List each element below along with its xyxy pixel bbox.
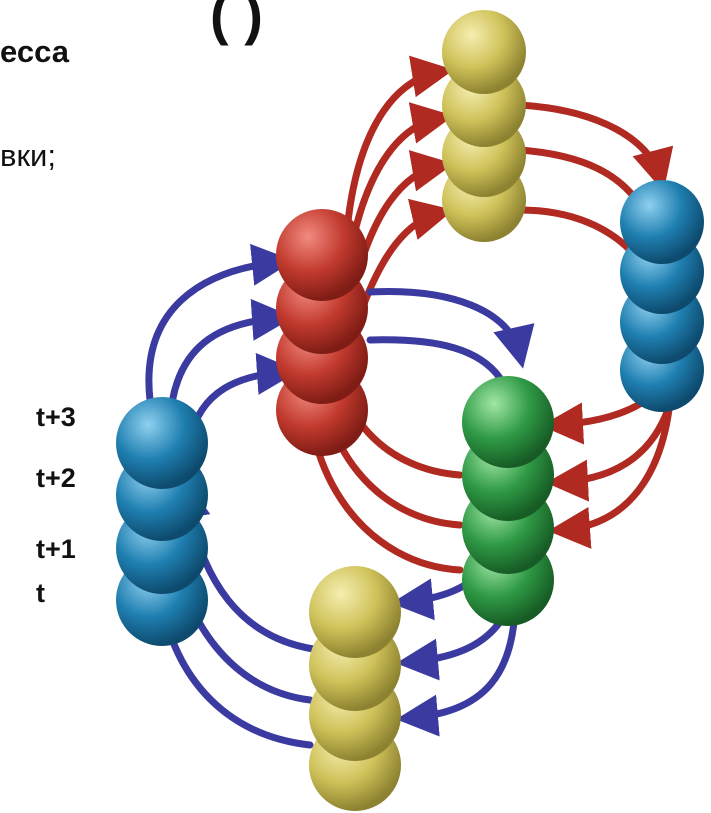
blue-arrow (370, 340, 500, 378)
top-yellow-stack (442, 10, 526, 242)
bottom-yellow-stack (309, 566, 401, 811)
green-ball (462, 376, 554, 468)
yellow-ball (309, 566, 401, 658)
blue-arrow (149, 262, 280, 400)
left-blue-stack (116, 397, 208, 646)
yellow-ball (442, 10, 526, 94)
red-stack (276, 209, 368, 456)
right-blue-stack (620, 180, 704, 412)
blue-ball (116, 397, 208, 489)
blue-ball (620, 180, 704, 264)
red-ball (276, 209, 368, 301)
red-arrow (520, 210, 630, 250)
red-arrow (520, 150, 640, 205)
green-stack (462, 376, 554, 626)
